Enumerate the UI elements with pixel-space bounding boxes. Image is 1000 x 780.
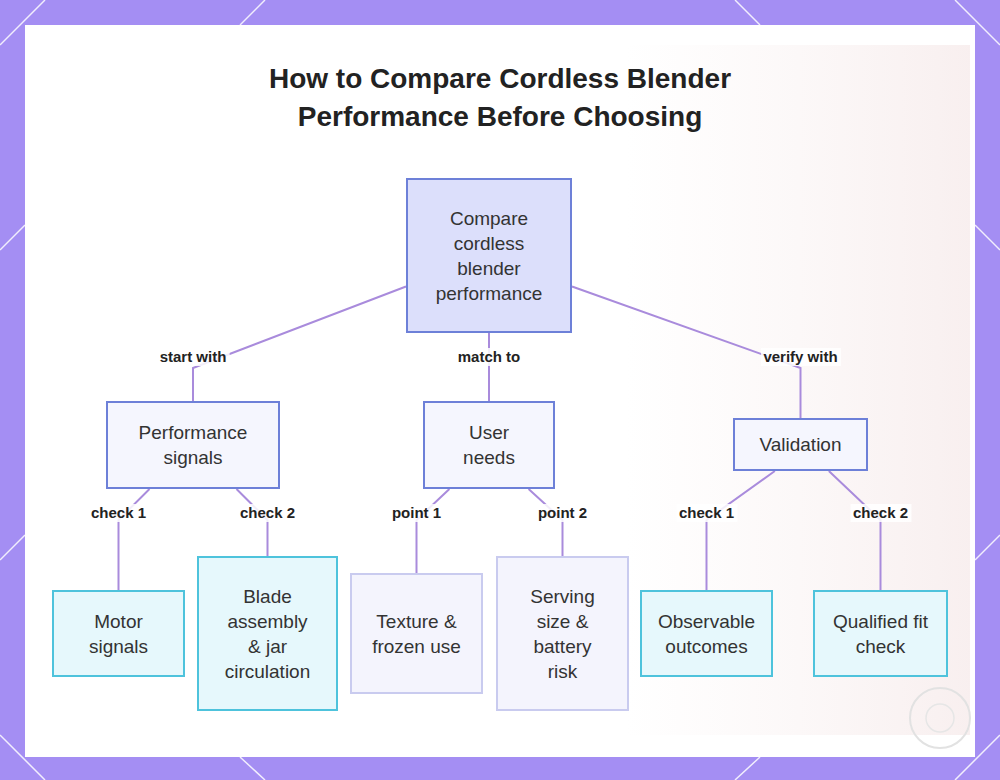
check-box: Observable outcomes [640, 590, 773, 677]
check-box: Qualified fit check [813, 590, 948, 677]
check-box: Motor signals [52, 590, 185, 677]
edge-label: check 2 [237, 504, 298, 522]
node-text: Performance signals [128, 420, 258, 470]
edge-label: match to [455, 348, 524, 366]
diagram-title: How to Compare Cordless Blender Performa… [220, 60, 780, 136]
node-text: Serving size & battery risk [523, 584, 603, 684]
edge-label: verify with [760, 348, 840, 366]
connector-line [417, 489, 450, 573]
node-text: Blade assembly & jar circulation [222, 584, 314, 684]
connector-line [529, 489, 563, 556]
category-box: User needs [423, 401, 555, 489]
root-box: Compare cordless blender performance [406, 178, 572, 333]
category-box: Performance signals [106, 401, 280, 489]
edge-label: point 1 [389, 504, 444, 522]
edge-label: point 2 [535, 504, 590, 522]
connector-line [829, 471, 881, 590]
edge-label: check 2 [850, 504, 911, 522]
node-text: Motor signals [79, 609, 159, 659]
edge-label: start with [157, 348, 230, 366]
check-box: Blade assembly & jar circulation [197, 556, 338, 711]
connector-line [707, 471, 775, 590]
edge-label: check 1 [676, 504, 737, 522]
node-text: Validation [759, 432, 841, 457]
connector-line [237, 489, 268, 556]
edge-label: check 1 [88, 504, 149, 522]
category-box: Validation [733, 418, 868, 471]
node-text: Compare cordless blender performance [429, 206, 549, 306]
need-box: Texture & frozen use [350, 573, 483, 694]
node-text: Texture & frozen use [372, 609, 462, 659]
connector-line [488, 333, 490, 401]
node-text: User needs [459, 420, 519, 470]
node-text: Qualified fit check [831, 609, 931, 659]
node-text: Observable outcomes [652, 609, 762, 659]
need-box: Serving size & battery risk [496, 556, 629, 711]
connector-line [193, 287, 406, 402]
